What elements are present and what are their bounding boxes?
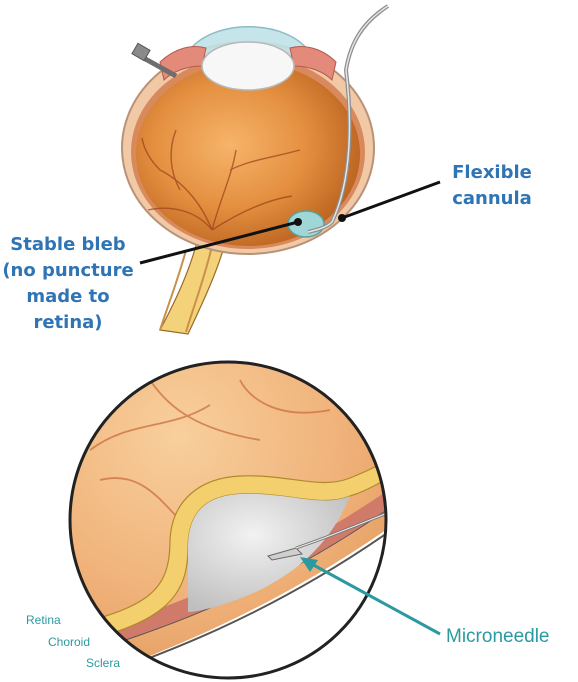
label-flexible-cannula: Flexible cannula bbox=[432, 160, 552, 212]
label-sclera: Sclera bbox=[86, 656, 120, 670]
label-choroid: Choroid bbox=[48, 635, 90, 649]
label-retina: Retina bbox=[26, 613, 61, 627]
lens bbox=[202, 42, 294, 90]
optic-nerve bbox=[160, 238, 226, 334]
label-stable-bleb: Stable bleb (no puncture made to retina) bbox=[2, 232, 134, 336]
label-microneedle: Microneedle bbox=[446, 626, 550, 648]
magnified-view bbox=[60, 350, 400, 682]
